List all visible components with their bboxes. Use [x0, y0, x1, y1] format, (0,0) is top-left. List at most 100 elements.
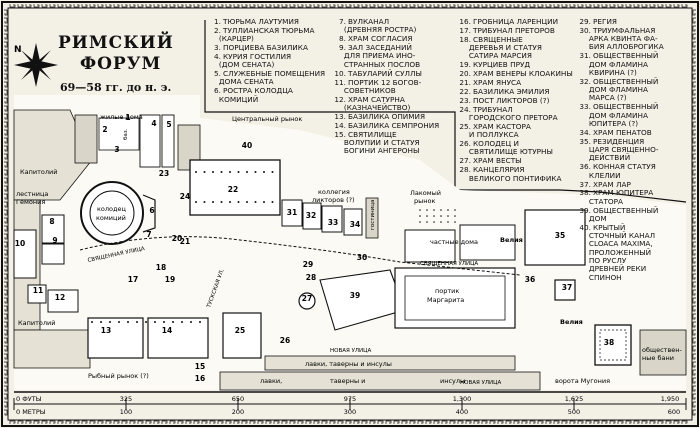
legend-item: 3.ПОРЦИЕВА БАЗИЛИКА — [205, 43, 308, 52]
legend-number: 22. — [459, 87, 471, 96]
label-lakomy: Лакомый — [410, 189, 441, 197]
legend-label: ХРАМ ЛАР — [593, 179, 631, 189]
scale-feet-value: 325 — [120, 395, 132, 403]
legend-label: ХРАМ КАСТОРА И ПОЛЛУКСА — [468, 122, 531, 140]
scale-values: 3251006502009753001,3004001,6255001,9506… — [120, 395, 680, 416]
label-capitol-bottom: Капитолий — [18, 319, 55, 327]
legend-item: 11.ПОРТИК 12 БОГОВ- СОВЕТНИКОВ — [330, 77, 422, 96]
legend-number: 18. — [459, 34, 471, 44]
legend-label: ХРАМ ВЕНЕРЫ КЛОАКИНЫ — [473, 69, 573, 79]
monument-number: 9 — [52, 236, 57, 245]
legend-number: 8. — [339, 34, 346, 44]
legend-item: 8.ХРАМ СОГЛАСИЯ — [330, 34, 412, 44]
legend-item: 10.ТАБУЛАРИЙ СУЛЛЫ — [330, 68, 422, 78]
scale-feet-value: 1,950 — [661, 395, 680, 403]
label-taverns: таверны и — [330, 377, 365, 385]
label-shops-bottom: лавки, — [260, 377, 282, 385]
legend-label: ЗАЛ ЗАСЕДАНИЙ ДЛЯ ПРИЕМА ИНО- СТРАННЫХ П… — [343, 43, 421, 69]
legend-number: 10. — [334, 68, 346, 78]
monument-number: 15 — [195, 362, 205, 371]
monument-number: 5 — [166, 120, 171, 129]
monument-number: 31 — [287, 208, 297, 217]
scale-feet-value: 1,625 — [565, 395, 584, 403]
shops-row-top — [264, 355, 516, 371]
monument-number: 21 — [180, 237, 190, 246]
label-residential: жилые дома — [100, 113, 143, 121]
legend-label: КУРИЯ ГОСТИЛИЯ (ДОМ СЕНАТА) — [218, 52, 292, 70]
portico-gods — [27, 284, 47, 304]
legend-number: 24. — [459, 104, 471, 114]
legend-item: 14.БАЗИЛИКА СЕМПРОНИЯ — [330, 121, 439, 130]
legend-item: 25.ХРАМ КАСТОРА И ПОЛЛУКСА — [455, 122, 531, 140]
basilica-porcia — [98, 117, 140, 151]
monument-number: 27 — [302, 294, 312, 303]
legend-item: 9.ЗАЛ ЗАСЕДАНИЙ ДЛЯ ПРИЕМА ИНО- СТРАННЫХ… — [330, 43, 421, 69]
legend-item: 4.КУРИЯ ГОСТИЛИЯ (ДОМ СЕНАТА) — [205, 52, 292, 70]
monument-number: 6 — [149, 206, 154, 215]
inner-border — [7, 7, 693, 421]
legend-label: ПОРТИК 12 БОГОВ- СОВЕТНИКОВ — [343, 77, 422, 95]
legend-item: 36.КОННАЯ СТАТУЯ КЛЕЛИИ — [575, 162, 655, 180]
house-33 — [321, 205, 343, 233]
legend-item: 17.ТРИБУНАЛ ПРЕТОРОВ — [455, 25, 555, 35]
monument-number: 35 — [555, 231, 565, 240]
temple-jupiter-stator — [594, 324, 632, 366]
scale-feet-value: 1,300 — [453, 395, 472, 403]
capitol-hill-bottom — [13, 329, 91, 369]
legend-number: 39. — [579, 205, 591, 215]
legend-item: 7.ВУЛКАНАЛ (ДРЕВНЯЯ РОСТРА) — [330, 17, 416, 35]
legend-label: КРЫТЫЙ СТОЧНЫЙ КАНАЛ CLOACA MAXIMA, ПРОЛ… — [588, 222, 656, 282]
monument-number: 40 — [242, 141, 252, 150]
legend-number: 37. — [579, 179, 591, 189]
private-houses-b — [459, 224, 516, 261]
monument-number: 33 — [328, 218, 338, 227]
label-market: рынок — [414, 197, 435, 205]
legend-item: 27.ХРАМ ВЕСТЫ — [455, 156, 522, 166]
scale-feet-value: 975 — [344, 395, 356, 403]
legend-number: 13. — [334, 111, 346, 121]
monument-number: 14 — [162, 326, 172, 335]
legend-number: 30. — [579, 25, 591, 35]
legend-label: ГРОБНИЦА ЛАРЕНЦИИ — [473, 17, 559, 26]
legend-item: 39.ОБЩЕСТВЕННЫЙ ДОМ — [575, 205, 658, 224]
basilica-opimia — [87, 317, 144, 359]
legend-item: 29.РЕГИЯ — [575, 17, 617, 26]
legend-label: РЕЗИДЕНЦИЯ ЦАРЯ СВЯЩЕННО- ДЕЙСТВИЙ — [588, 136, 659, 163]
legend-label: ХРАМ ЮПИТЕРА СТАТОРА — [588, 188, 654, 206]
monument-number: 20 — [172, 234, 182, 243]
legend-label: ХРАМ ЯНУСА — [473, 78, 522, 88]
house-32 — [302, 202, 322, 230]
monument-number: 23 — [159, 169, 169, 178]
label-comitium: комиций — [96, 214, 126, 222]
market-dots — [419, 209, 456, 223]
house-31 — [281, 199, 303, 227]
temple-concord — [41, 214, 65, 244]
senate-service — [161, 114, 175, 168]
legend-number: 1. — [214, 17, 221, 26]
legend-item: 34.ХРАМ ПЕНАТОВ — [575, 128, 651, 137]
legend-number: 26. — [459, 139, 471, 149]
label-new-street-right: НОВАЯ УЛИЦА — [460, 380, 501, 386]
label-portico: портик — [435, 287, 459, 295]
monument-number: 16 — [195, 374, 205, 383]
legend-item: 24.ТРИБУНАЛ ГОРОДСКОГО ПРЕТОРА — [455, 104, 557, 123]
compass-rose — [14, 43, 58, 87]
legend-label: ПОСТ ЛИКТОРОВ (?) — [473, 95, 550, 105]
monument-number: 30 — [357, 253, 367, 262]
label-public: обществен- — [642, 346, 683, 354]
legend-item: 16.ГРОБНИЦА ЛАРЕНЦИИ — [455, 17, 559, 26]
legend-label: ХРАМ ВЕСТЫ — [473, 156, 522, 166]
legend-number: 31. — [579, 51, 591, 61]
label-velia-top: Велия — [500, 236, 523, 244]
legend-item: 35.РЕЗИДЕНЦИЯ ЦАРЯ СВЯЩЕННО- ДЕЙСТВИЙ — [575, 136, 659, 163]
legend-label: КАНЦЕЛЯРИЯ ВЕЛИКОГО ПОНТИФИКА — [468, 165, 562, 183]
legend-number: 38. — [579, 188, 591, 198]
legend-label: СВЯЩЕННЫЕ ДЕРЕВЬЯ И СТАТУЯ САТИРА МАРСИЯ — [468, 34, 542, 61]
monument-number: 28 — [306, 273, 316, 282]
legend-number: 17. — [459, 25, 471, 35]
monument-number: 24 — [180, 192, 190, 201]
legend-item: 5.СЛУЖЕБНЫЕ ПОМЕЩЕНИЯ ДОМА СЕНАТА — [205, 69, 325, 87]
legend-item: 33.ОБЩЕСТВЕННЫЙ ДОМ ФЛАМИНА ЮПИТЕРА (?) — [575, 103, 658, 128]
